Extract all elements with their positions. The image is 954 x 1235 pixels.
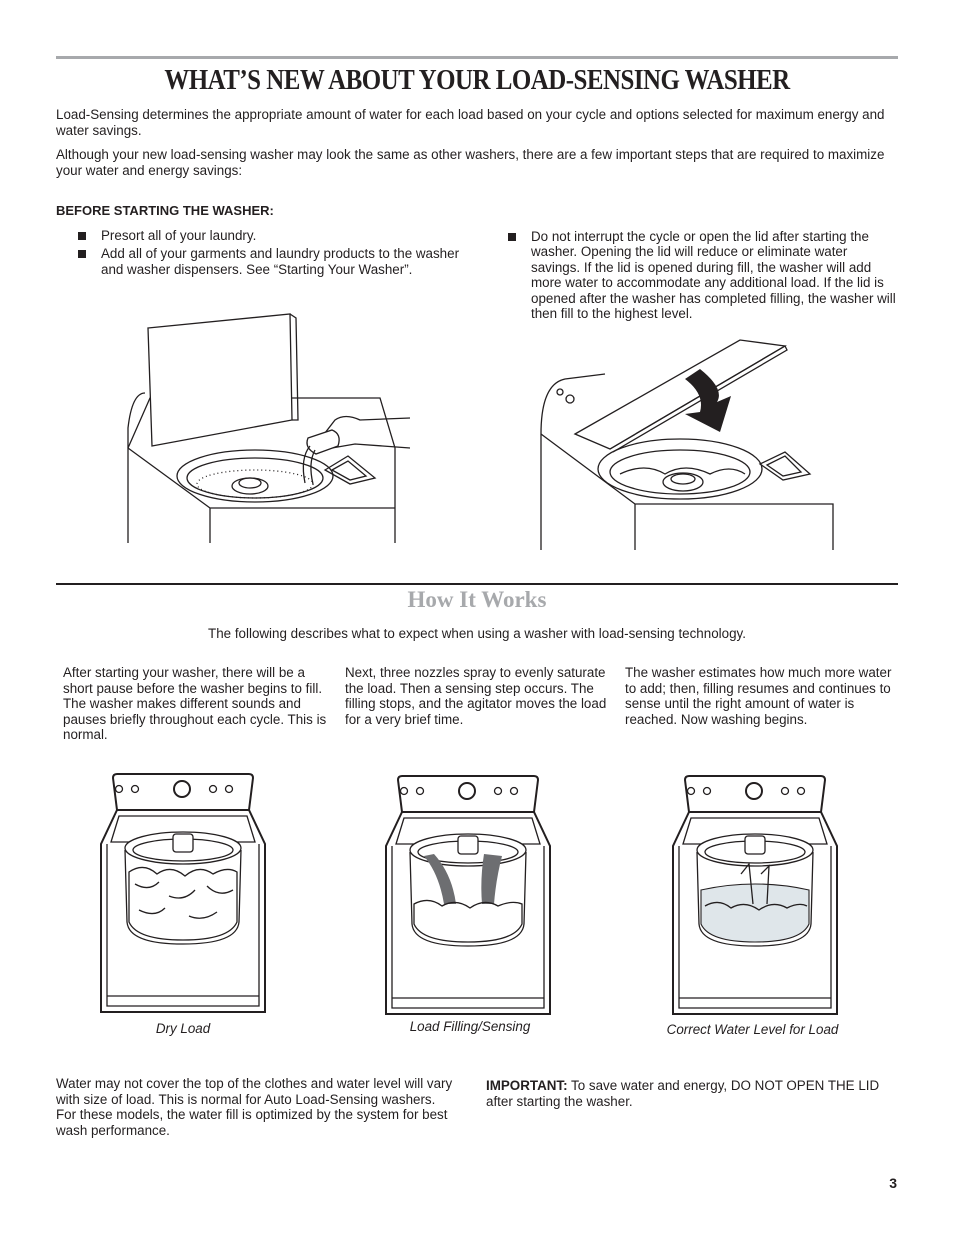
bullet-do-not-interrupt: Do not interrupt the cycle or open the l… [508,229,898,321]
bullet-add-garments: Add all of your garments and laundry pro… [78,246,473,277]
washer-adding-detergent-illustration [127,313,411,543]
section-rule [56,583,898,585]
step-3-text: The washer estimates how much more water… [625,665,892,727]
bullet-list-left: Presort all of your laundry. Add all of … [78,228,473,280]
step-2-text: Next, three nozzles spray to evenly satu… [345,665,607,727]
washer-filling-sensing-illustration [385,775,551,1015]
bullet-presort: Presort all of your laundry. [78,228,473,243]
step-1-text: After starting your washer, there will b… [63,665,327,743]
washer-front-shape [100,773,266,1013]
page-title: WHAT’S NEW ABOUT YOUR LOAD-SENSING WASHE… [164,64,790,96]
important-label: IMPORTANT: [486,1078,568,1093]
washer-dry-load-illustration [100,773,266,1013]
intro-paragraph-2: Although your new load-sensing washer ma… [56,147,885,178]
before-starting-heading: BEFORE STARTING THE WASHER: [56,203,274,218]
important-text: To save water and energy, DO NOT OPEN TH… [486,1078,880,1109]
water-level-note: Water may not cover the top of the cloth… [56,1076,453,1138]
how-it-works-intro: The following describes what to expect w… [208,626,746,641]
caption-load-filling-sensing: Load Filling/Sensing [409,1019,531,1034]
intro-paragraph-1: Load-Sensing determines the appropriate … [56,107,885,138]
washer-correct-water-level-illustration [672,775,838,1015]
top-rule [56,56,898,59]
how-it-works-title: How It Works [407,587,547,612]
caption-dry-load: Dry Load [155,1021,211,1036]
bullet-list-right: Do not interrupt the cycle or open the l… [508,229,898,324]
caption-correct-water-level: Correct Water Level for Load [666,1022,839,1037]
page-number: 3 [889,1175,897,1191]
important-note: IMPORTANT: To save water and energy, DO … [486,1078,898,1109]
washer-closing-lid-illustration [540,339,834,550]
